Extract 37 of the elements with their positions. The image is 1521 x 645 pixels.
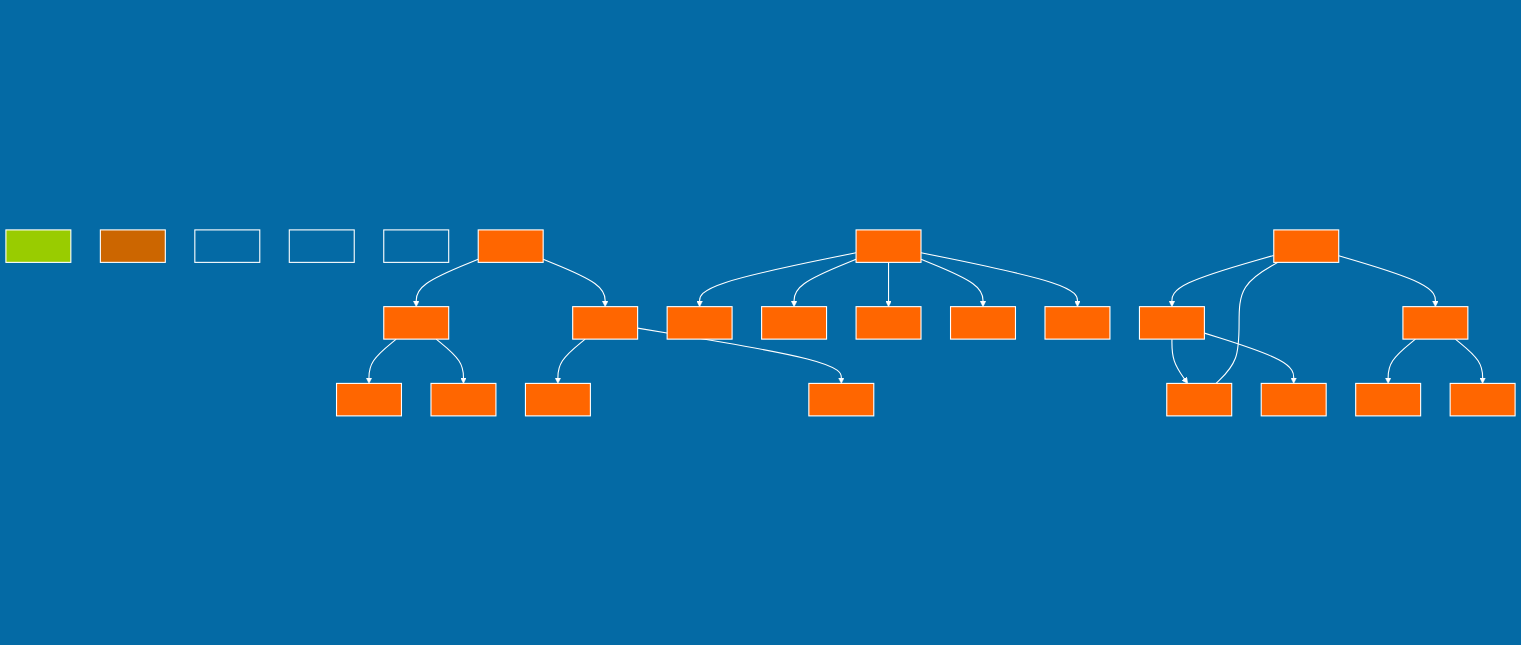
node-box [524,382,591,417]
node-box [855,305,922,340]
node-box [383,228,450,263]
node-box [1166,382,1233,417]
arrow [413,258,479,307]
node-box [5,228,72,263]
arrow [696,251,857,307]
arrow [435,338,467,384]
node-box [949,305,1017,340]
arrow [885,261,892,307]
arrow [1454,338,1486,384]
node-box [1402,305,1469,340]
arrow [1338,254,1439,307]
node-box [1449,382,1516,417]
node-box [1355,382,1422,417]
node-box [1044,305,1111,340]
arrow [790,258,857,307]
arrow [1171,338,1188,384]
node-box [855,228,922,263]
node-box [1273,228,1340,263]
node-box [572,305,639,340]
node-box [761,305,828,340]
node-box [808,382,875,417]
node-box [194,228,261,263]
node-box [99,228,166,263]
node-box [288,228,355,263]
node-box [1138,305,1205,340]
node-box [1260,382,1327,417]
arrow [365,338,397,384]
connector [1215,261,1279,384]
arrow [1384,338,1416,384]
node-box [335,382,403,417]
arrow [554,338,586,384]
node-box [477,228,544,263]
node-box [666,305,733,340]
node-box [383,305,450,340]
node-box [430,382,497,417]
